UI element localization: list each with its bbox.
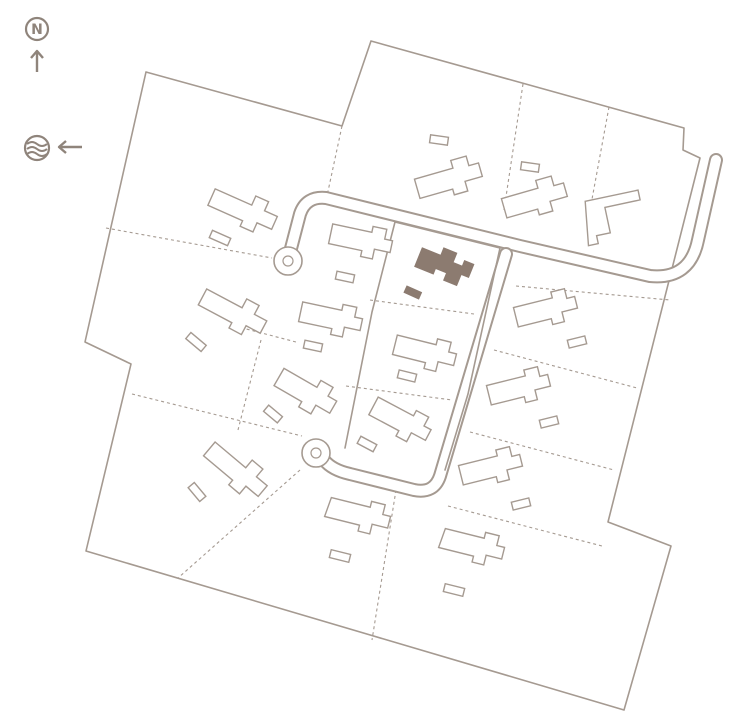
house bbox=[367, 396, 433, 443]
sea-indicator bbox=[23, 134, 82, 162]
house bbox=[457, 445, 524, 486]
garage bbox=[510, 497, 532, 511]
road-network bbox=[273, 153, 723, 498]
garage bbox=[187, 481, 207, 503]
house bbox=[485, 365, 552, 406]
house-highlighted bbox=[414, 247, 475, 287]
house bbox=[512, 287, 579, 328]
houses bbox=[184, 133, 641, 598]
garage bbox=[442, 582, 466, 598]
house bbox=[197, 288, 268, 336]
house bbox=[584, 189, 641, 247]
house bbox=[327, 223, 394, 260]
garage bbox=[566, 335, 588, 349]
house bbox=[273, 367, 338, 415]
house bbox=[437, 527, 506, 566]
house bbox=[413, 155, 484, 200]
garage bbox=[396, 369, 418, 383]
house bbox=[500, 175, 569, 219]
garage bbox=[302, 339, 324, 353]
turning-circle-north bbox=[273, 246, 303, 276]
garage bbox=[519, 160, 541, 174]
compass-ring-icon bbox=[24, 16, 50, 42]
garage bbox=[328, 548, 352, 564]
compass-letter: N bbox=[31, 22, 43, 38]
house bbox=[297, 301, 364, 338]
garage bbox=[334, 270, 356, 284]
garage bbox=[356, 435, 378, 453]
turning-circle-south bbox=[301, 438, 331, 468]
plot-dividers bbox=[105, 83, 671, 641]
house bbox=[323, 496, 392, 535]
house bbox=[391, 334, 458, 373]
garage bbox=[428, 133, 450, 147]
sea-waves-icon bbox=[23, 134, 51, 162]
north-compass: N bbox=[24, 16, 50, 72]
left-arrow-icon bbox=[57, 140, 82, 154]
garage bbox=[208, 229, 232, 247]
garage bbox=[262, 404, 284, 424]
garage bbox=[538, 415, 560, 429]
site-boundary bbox=[84, 40, 701, 711]
house bbox=[202, 441, 269, 498]
garage-highlighted bbox=[403, 285, 423, 300]
garage bbox=[184, 331, 208, 353]
north-arrow-icon bbox=[30, 49, 44, 72]
house bbox=[206, 187, 279, 233]
